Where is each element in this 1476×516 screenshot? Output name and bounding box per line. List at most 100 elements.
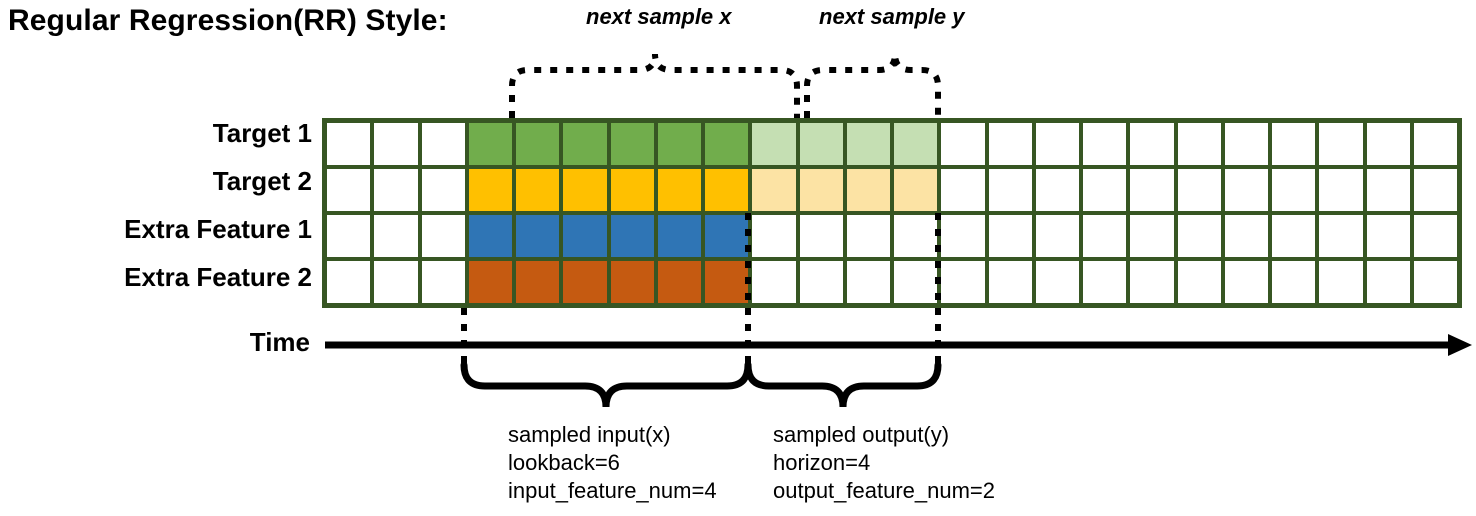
grid-cell-r2-c18 (1130, 169, 1174, 211)
grid-cell-r1-c20 (1224, 123, 1268, 165)
grid-cell-r1-c7 (610, 123, 654, 165)
grid-cell-r2-c16 (1035, 169, 1079, 211)
grid-cell-r2-c4 (468, 169, 512, 211)
grid-cell-r4-c13 (894, 261, 938, 303)
grid-cell-r1-c21 (1272, 123, 1316, 165)
grid-cell-r1-c13 (894, 123, 938, 165)
grid-cell-r3-c12 (846, 215, 890, 257)
grid-cell-r2-c20 (1224, 169, 1268, 211)
caption-input-line-3: input_feature_num=4 (508, 478, 717, 503)
grid-cell-r4-c3 (421, 261, 465, 303)
grid-cell-r2-c12 (846, 169, 890, 211)
grid-cell-r4-c19 (1177, 261, 1221, 303)
grid-cell-r3-c10 (752, 215, 796, 257)
grid-cell-r1-c2 (374, 123, 418, 165)
caption-sampled-output: sampled output(y) horizon=4 output_featu… (773, 421, 995, 505)
grid-cell-r1-c15 (988, 123, 1032, 165)
grid-cell-r2-c15 (988, 169, 1032, 211)
row-label-extra-feature-1: Extra Feature 1 (124, 214, 312, 244)
grid-cell-r4-c12 (846, 261, 890, 303)
grid-cell-r1-c23 (1366, 123, 1410, 165)
grid-cell-r1-c24 (1413, 123, 1457, 165)
grid-cell-r1-c16 (1035, 123, 1079, 165)
caption-input-line-1: sampled input(x) (508, 422, 671, 447)
grid-cell-r3-c4 (468, 215, 512, 257)
grid-cell-r1-c14 (941, 123, 985, 165)
grid-cell-r4-c15 (988, 261, 1032, 303)
grid-cell-r2-c11 (799, 169, 843, 211)
grid-cell-r3-c15 (988, 215, 1032, 257)
grid-cell-r2-c1 (327, 169, 371, 211)
grid-cell-r2-c23 (1366, 169, 1410, 211)
grid-cell-r4-c16 (1035, 261, 1079, 303)
grid-cell-r2-c9 (705, 169, 749, 211)
grid-cell-r1-c4 (468, 123, 512, 165)
grid-cell-r1-c3 (421, 123, 465, 165)
grid-cell-r2-c5 (516, 169, 560, 211)
grid-cell-r4-c8 (657, 261, 701, 303)
grid-cell-r3-c18 (1130, 215, 1174, 257)
grid-cell-r4-c11 (799, 261, 843, 303)
caption-sampled-input: sampled input(x) lookback=6 input_featur… (508, 421, 717, 505)
grid-cell-r3-c24 (1413, 215, 1457, 257)
grid-cell-r4-c1 (327, 261, 371, 303)
grid-cell-r2-c19 (1177, 169, 1221, 211)
grid-cell-r3-c21 (1272, 215, 1316, 257)
grid-cell-r2-c24 (1413, 169, 1457, 211)
time-axis-arrowhead (1448, 334, 1472, 356)
grid-cell-r3-c19 (1177, 215, 1221, 257)
grid-cell-r4-c22 (1319, 261, 1363, 303)
grid-cell-r1-c12 (846, 123, 890, 165)
grid-cell-r3-c22 (1319, 215, 1363, 257)
grid-cell-r4-c2 (374, 261, 418, 303)
grid-cell-r3-c17 (1083, 215, 1127, 257)
row-label-target-1: Target 1 (212, 118, 312, 148)
time-axis-label: Time (249, 327, 310, 357)
grid-cell-r4-c5 (516, 261, 560, 303)
grid-cell-r4-c17 (1083, 261, 1127, 303)
grid-cell-r2-c6 (563, 169, 607, 211)
grid-cell-r2-c14 (941, 169, 985, 211)
grid-cell-r1-c9 (705, 123, 749, 165)
row-label-extra-feature-2: Extra Feature 2 (124, 262, 312, 292)
grid-cell-r3-c11 (799, 215, 843, 257)
caption-output-line-1: sampled output(y) (773, 422, 950, 447)
brace-sampled-input (460, 361, 752, 408)
grid-cell-r2-c3 (421, 169, 465, 211)
row-label-group: Target 1 Target 2 Extra Feature 1 Extra … (10, 118, 312, 310)
grid-cell-r1-c19 (1177, 123, 1221, 165)
grid-cell-r3-c14 (941, 215, 985, 257)
grid-cell-r4-c10 (752, 261, 796, 303)
annotation-next-sample-x: next sample x (586, 4, 732, 29)
grid-cell-r3-c5 (516, 215, 560, 257)
grid-cell-r1-c17 (1083, 123, 1127, 165)
grid-cell-r4-c20 (1224, 261, 1268, 303)
grid-cell-r4-c9 (705, 261, 749, 303)
annotation-next-sample-y: next sample y (819, 4, 965, 29)
grid-cell-r2-c22 (1319, 169, 1363, 211)
timeline-grid (322, 118, 1462, 308)
grid-cell-r4-c23 (1366, 261, 1410, 303)
grid-cell-r4-c24 (1413, 261, 1457, 303)
grid-cell-r1-c11 (799, 123, 843, 165)
grid-cell-r2-c2 (374, 169, 418, 211)
grid-cell-r3-c9 (705, 215, 749, 257)
grid-cell-r2-c10 (752, 169, 796, 211)
grid-cell-r3-c23 (1366, 215, 1410, 257)
grid-cell-r1-c8 (657, 123, 701, 165)
grid-cell-r3-c2 (374, 215, 418, 257)
grid-cell-r4-c6 (563, 261, 607, 303)
grid-cell-r4-c4 (468, 261, 512, 303)
grid-cell-r2-c8 (657, 169, 701, 211)
grid-cell-r3-c3 (421, 215, 465, 257)
grid-cell-r1-c22 (1319, 123, 1363, 165)
grid-cell-r4-c21 (1272, 261, 1316, 303)
grid-cell-r2-c17 (1083, 169, 1127, 211)
grid-cell-r2-c13 (894, 169, 938, 211)
grid-cell-r2-c7 (610, 169, 654, 211)
grid-cell-r4-c7 (610, 261, 654, 303)
grid-cell-r1-c10 (752, 123, 796, 165)
row-label-target-2: Target 2 (212, 166, 312, 196)
grid-cell-r4-c18 (1130, 261, 1174, 303)
